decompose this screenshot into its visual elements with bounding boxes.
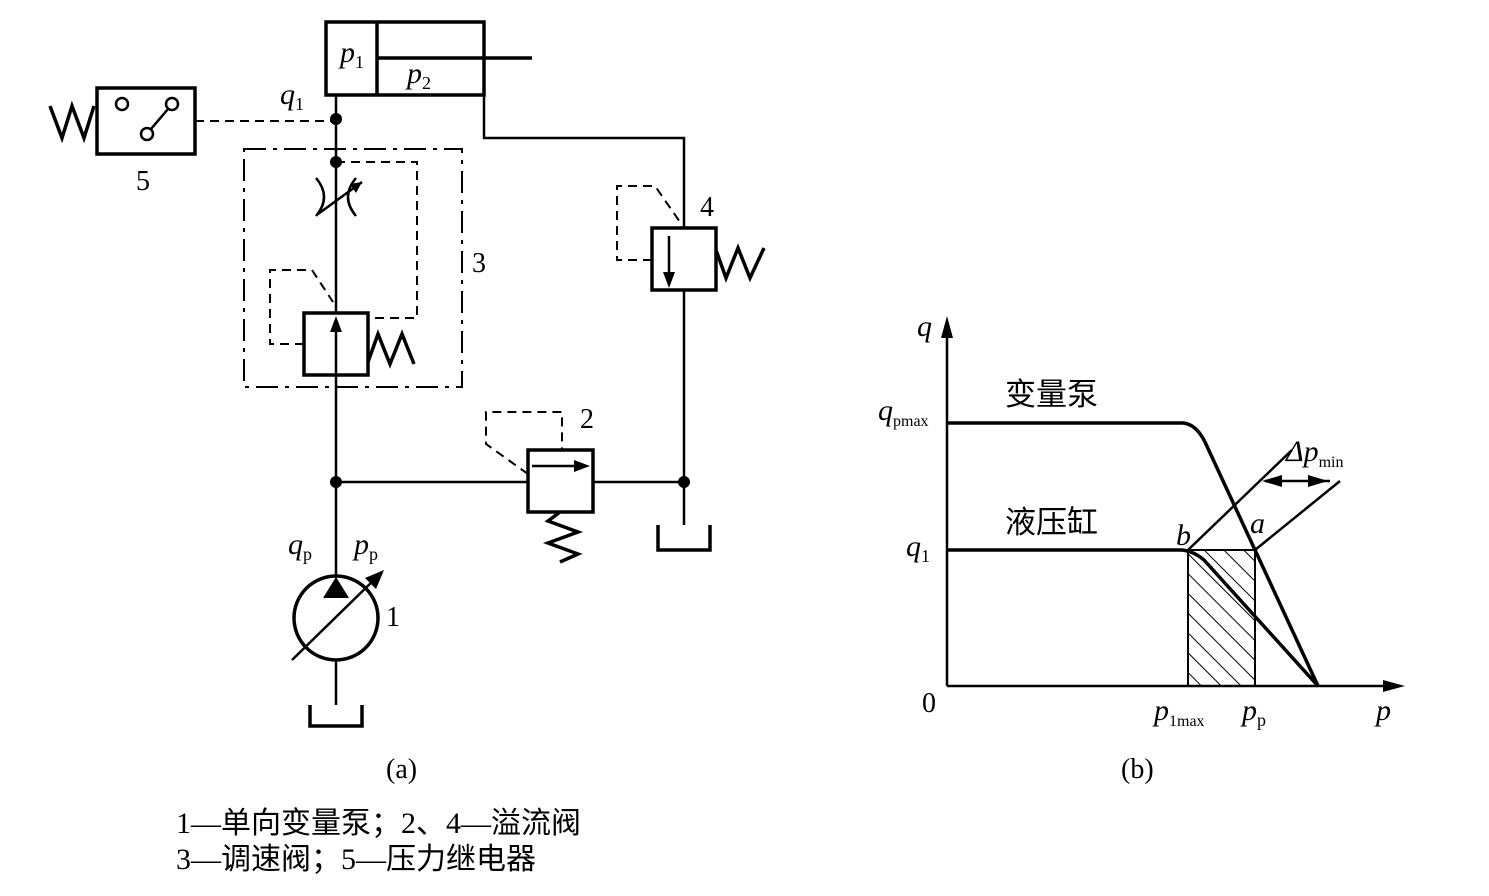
hatched-region [1187, 549, 1256, 687]
p-axis-label: p [1374, 694, 1391, 727]
relief-valve-2: 2 [485, 404, 595, 564]
label-3: 3 [472, 248, 486, 279]
delta-p-label: Δpmin [1285, 435, 1344, 471]
pump-curve-label: 变量泵 [1005, 377, 1098, 412]
q-axis-label: q [917, 310, 932, 343]
flow-pressure-graph: q p 0 qpmax q1 变量泵 液压缸 b a Δpmin p1max p… [878, 310, 1405, 785]
pressure-switch-5: 5 [48, 86, 336, 197]
point-b-label: b [1176, 519, 1191, 552]
qpmax-label: qpmax [878, 394, 929, 430]
junction-dot [330, 476, 342, 488]
p-axis-arrow [1383, 680, 1405, 692]
label-qp: qp [288, 528, 312, 564]
label-5: 5 [136, 166, 150, 197]
label-4: 4 [700, 192, 714, 223]
spring-icon [48, 100, 96, 144]
hydraulic-cylinder: p1 p2 [324, 20, 532, 97]
pp-label: pp [1240, 694, 1266, 730]
tank-pump [308, 705, 364, 728]
legend-line-1: 1—单向变量泵；2、4—溢流阀 [176, 807, 581, 840]
q1-label: q1 [906, 530, 930, 566]
speed-control-valve-3: 3 [243, 148, 486, 388]
q-axis-arrow [941, 316, 953, 338]
origin-label: 0 [922, 688, 936, 719]
variable-pump-1: 1 qp pp [288, 528, 400, 662]
label-pp: pp [352, 528, 378, 564]
caption-a: (a) [386, 754, 417, 785]
caption-b: (b) [1121, 754, 1154, 785]
p1max-label: p1max [1152, 694, 1205, 730]
return-line [482, 95, 686, 228]
spring-icon [542, 510, 584, 564]
pump-curve [947, 421, 1320, 687]
relief-valve-4: 4 [616, 185, 766, 292]
spring-icon [366, 329, 416, 369]
cylinder-curve [947, 548, 1320, 688]
circuit-diagram: p1 p2 q1 5 [48, 20, 766, 785]
label-p1: p1 [338, 36, 364, 72]
tank-return [656, 525, 712, 552]
label-2: 2 [580, 404, 594, 435]
junction-dot [678, 476, 690, 488]
point-a-label: a [1250, 507, 1265, 540]
label-q1: q1 [280, 78, 304, 114]
label-1: 1 [386, 602, 400, 633]
label-p2: p2 [405, 57, 431, 93]
cylinder-curve-label: 液压缸 [1005, 505, 1098, 540]
spring-icon [714, 243, 766, 283]
junction-dot [330, 113, 342, 125]
legend-line-2: 3—调速阀；5—压力继电器 [176, 843, 536, 876]
